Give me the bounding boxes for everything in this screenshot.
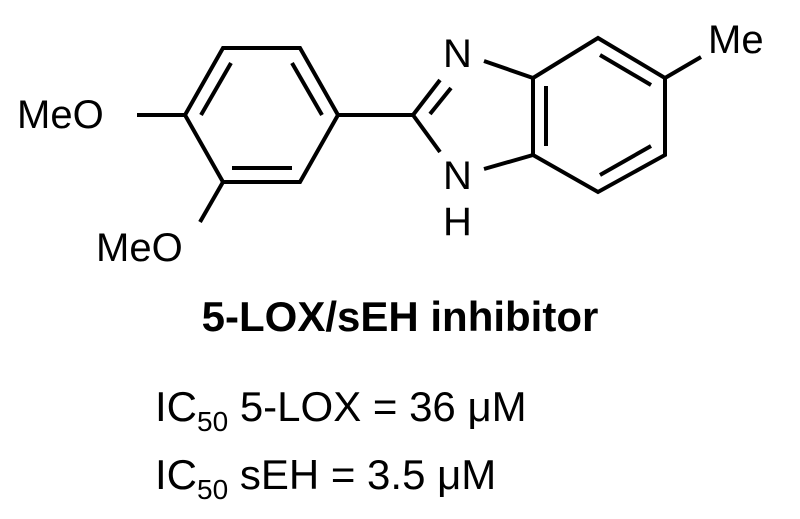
ic50-value-5lox: 5-LOX = 36 μM: [228, 383, 527, 430]
methoxy-label-top: MeO: [17, 93, 104, 137]
hydrogen-label: H: [443, 200, 472, 244]
ic50-value-seh: sEH = 3.5 μM: [228, 451, 497, 498]
phenyl-ring: [182, 46, 341, 184]
ic50-line-seh: IC50 sEH = 3.5 μM: [155, 451, 496, 506]
ic50-prefix: IC: [155, 383, 197, 430]
benzo-ring: [531, 35, 667, 195]
ic50-prefix: IC: [155, 451, 197, 498]
ic50-line-5lox: IC50 5-LOX = 36 μM: [155, 383, 527, 438]
nitrogen-label-bottom: N: [443, 154, 472, 198]
nitrogen-label-top: N: [443, 32, 472, 76]
ic50-subscript: 50: [197, 406, 229, 437]
ic50-subscript: 50: [197, 474, 229, 505]
compound-title: 5-LOX/sEH inhibitor: [201, 293, 599, 340]
methyl-label: Me: [708, 18, 764, 62]
methoxy-label-bottom: MeO: [96, 226, 183, 270]
